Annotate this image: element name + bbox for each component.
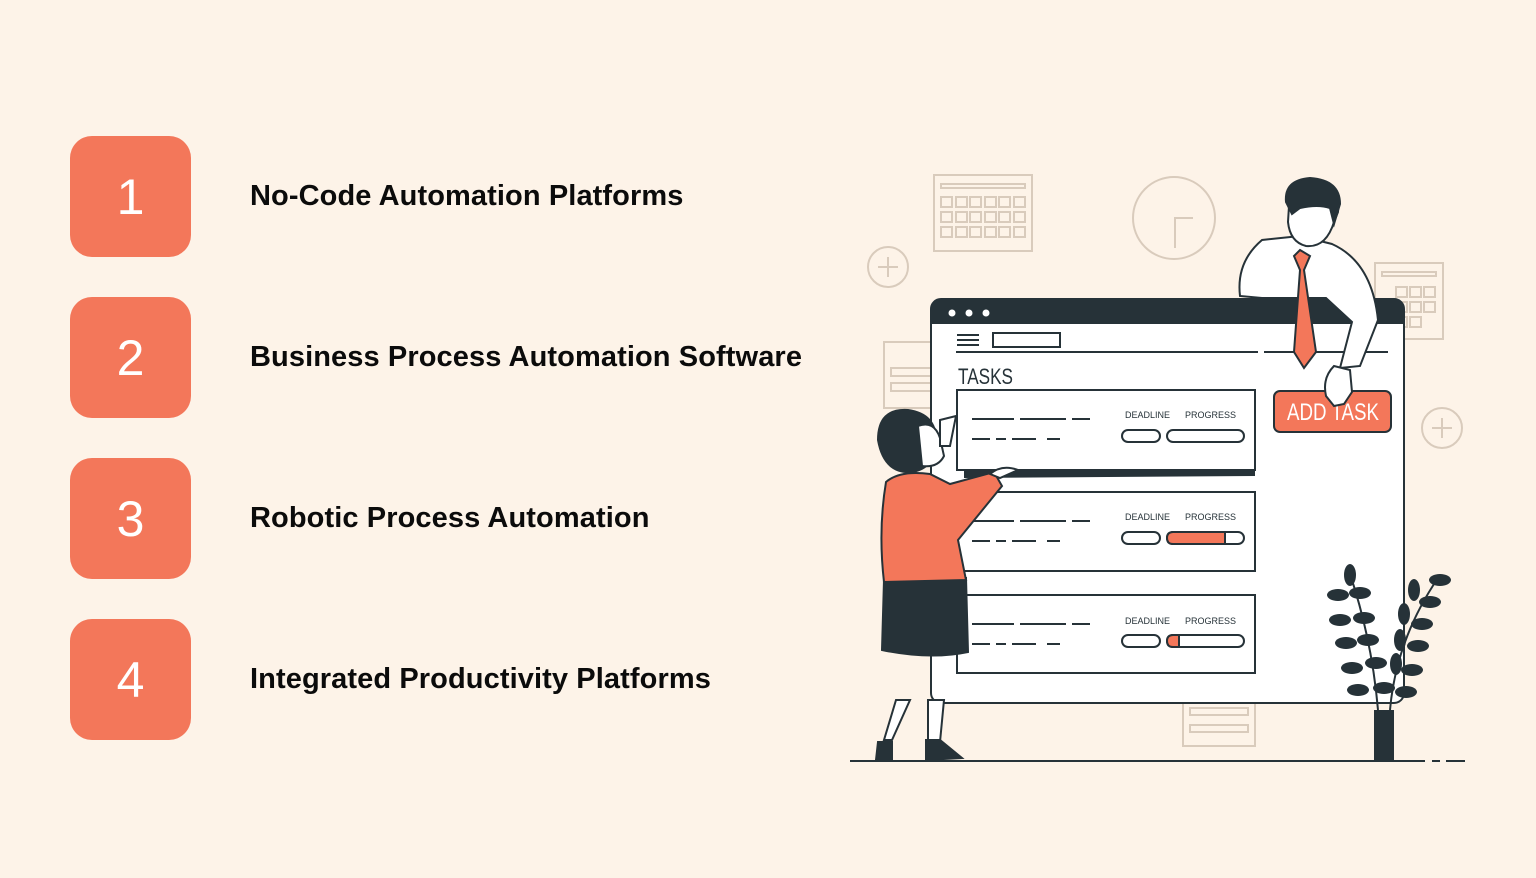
svg-text:PROGRESS: PROGRESS — [1185, 512, 1236, 522]
task-card: DEADLINE PROGRESS — [956, 389, 1256, 478]
plus-circle-decoration-icon — [1421, 407, 1463, 449]
woman-figure — [874, 408, 1021, 762]
number-badge: 4 — [70, 619, 191, 740]
list-item: 2 Business Process Automation Software — [70, 297, 870, 418]
window-dot-icon — [948, 309, 956, 317]
svg-text:PROGRESS: PROGRESS — [1185, 410, 1236, 420]
document-decoration-icon — [1182, 699, 1256, 747]
svg-text:PROGRESS: PROGRESS — [1185, 616, 1236, 626]
list-item-label: Business Process Automation Software — [250, 341, 803, 373]
number-badge: 1 — [70, 136, 191, 257]
man-figure — [1238, 176, 1380, 408]
progress-bar — [1166, 429, 1245, 443]
tasks-heading: TASKS — [958, 365, 1013, 390]
calendar-decoration-icon — [933, 174, 1033, 252]
browser-window: TASKS ADD TASK DEADLINE PROGRESS — [930, 298, 1405, 704]
plus-circle-decoration-icon — [867, 246, 909, 288]
hamburger-menu-icon — [957, 334, 979, 346]
list-item-label: Robotic Process Automation — [250, 502, 650, 534]
progress-bar-fill — [1165, 634, 1180, 648]
list-item: 4 Integrated Productivity Platforms — [70, 619, 870, 740]
svg-text:DEADLINE: DEADLINE — [1125, 512, 1170, 522]
number-badge: 3 — [70, 458, 191, 579]
number-badge: 2 — [70, 297, 191, 418]
list-item: 1 No-Code Automation Platforms — [70, 136, 870, 257]
svg-text:DEADLINE: DEADLINE — [1125, 616, 1170, 626]
list-item-label: Integrated Productivity Platforms — [250, 663, 711, 695]
svg-text:DEADLINE: DEADLINE — [1125, 410, 1170, 420]
list-item-label: No-Code Automation Platforms — [250, 180, 684, 212]
plant-decoration-icon — [1327, 564, 1451, 760]
search-box — [992, 332, 1061, 348]
task-card: DEADLINE PROGRESS — [956, 491, 1256, 572]
list-item: 3 Robotic Process Automation — [70, 458, 870, 579]
task-card: DEADLINE PROGRESS — [956, 594, 1256, 674]
clock-decoration-icon — [1132, 176, 1216, 260]
window-dot-icon — [965, 309, 973, 317]
progress-bar-fill — [1165, 531, 1226, 545]
window-dot-icon — [982, 309, 990, 317]
